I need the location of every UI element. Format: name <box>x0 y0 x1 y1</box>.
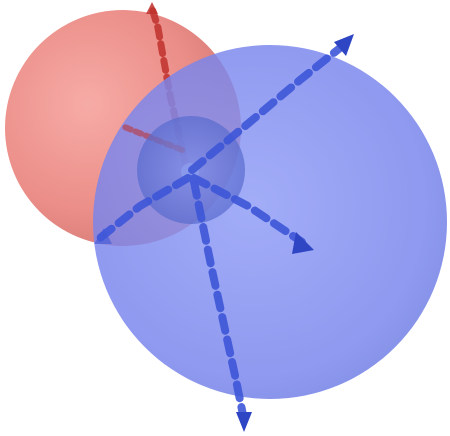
blue-arrow-head-right <box>292 232 314 254</box>
blue-arrow-right <box>190 174 306 246</box>
blue-arrow-down <box>190 178 248 424</box>
blue-arrow-head-upper-right <box>334 34 354 56</box>
blue-arrow-upper-right <box>188 44 344 174</box>
blue-arrow-left <box>96 174 192 242</box>
blue-sphere <box>93 45 447 399</box>
red-arrow-head <box>146 2 158 14</box>
blue-arrow-head-left <box>94 228 112 244</box>
blue-arrow-head-down <box>236 412 252 432</box>
